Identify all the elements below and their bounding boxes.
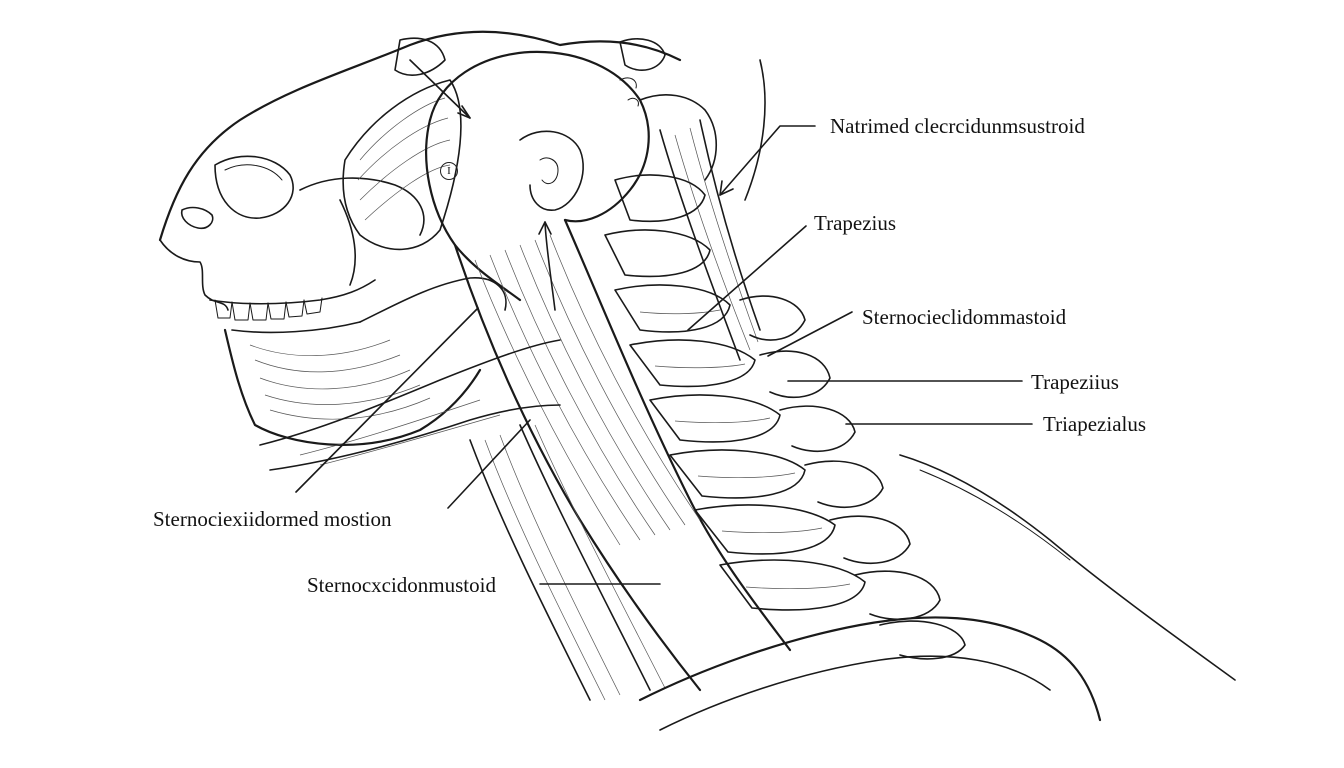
label-trapezius-2: Trapeziius — [1031, 370, 1119, 394]
label-triapezialus: Triapezialus — [1043, 412, 1147, 436]
leader-trapezius-1 — [687, 225, 807, 331]
label-trapezius-1: Trapezius — [814, 211, 897, 235]
skull — [158, 30, 682, 446]
cervical-spine — [604, 174, 966, 660]
leader-top-mastoid — [409, 59, 471, 119]
leader-mastoid-inner — [544, 221, 556, 311]
neck-muscles — [259, 59, 1236, 731]
label-sterno-1: Sternocieclidommastoid — [862, 305, 1067, 329]
leader-lines — [295, 59, 1033, 585]
leader-natrimed — [719, 125, 816, 196]
label-sterno-motion: Sternociexiidormed mostion — [153, 507, 392, 531]
leader-sterno-1 — [767, 311, 853, 357]
upper-teeth — [214, 297, 323, 321]
label-sterno-2: Sternocxcidonmustoid — [307, 573, 496, 597]
label-natrimed: Natrimed clecrcidunmsustroid — [830, 114, 1085, 138]
circled-marker: I — [440, 162, 458, 180]
mastoid-process — [425, 50, 717, 302]
leader-sterno-motion-2 — [447, 419, 531, 509]
leader-sterno-motion — [295, 307, 479, 493]
